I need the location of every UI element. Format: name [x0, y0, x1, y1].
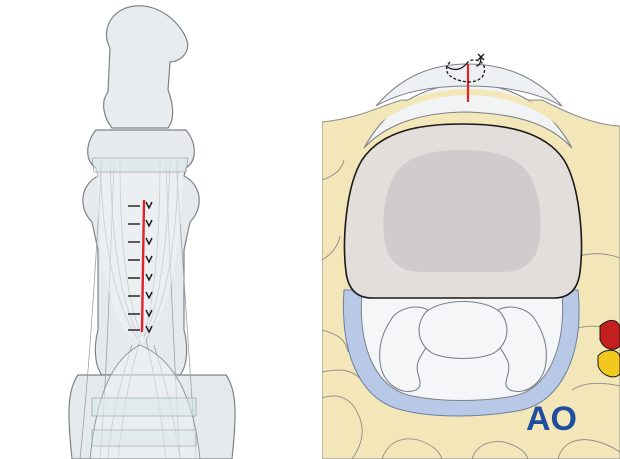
finger-dorsal-view — [0, 0, 300, 459]
phalanx-bone-marrow — [383, 150, 541, 272]
suture-stitch-icon — [128, 201, 153, 334]
digital-neurovascular-bundle — [597, 320, 620, 378]
digital-nerve — [597, 349, 620, 378]
flexor-tendons — [379, 300, 547, 392]
cross-section-view: AO — [322, 0, 620, 459]
joint-band — [91, 157, 197, 447]
knot-icon — [445, 53, 486, 83]
fat-lobules — [322, 159, 620, 459]
cross-section-illustration: AO — [322, 0, 620, 459]
finger-dorsal-illustration — [68, 5, 236, 459]
digital-artery — [599, 320, 620, 350]
tendon-overlay — [96, 158, 184, 345]
ao-logo: AO — [526, 400, 577, 438]
incision-line — [140, 199, 146, 333]
distal-phalanx — [103, 5, 189, 129]
